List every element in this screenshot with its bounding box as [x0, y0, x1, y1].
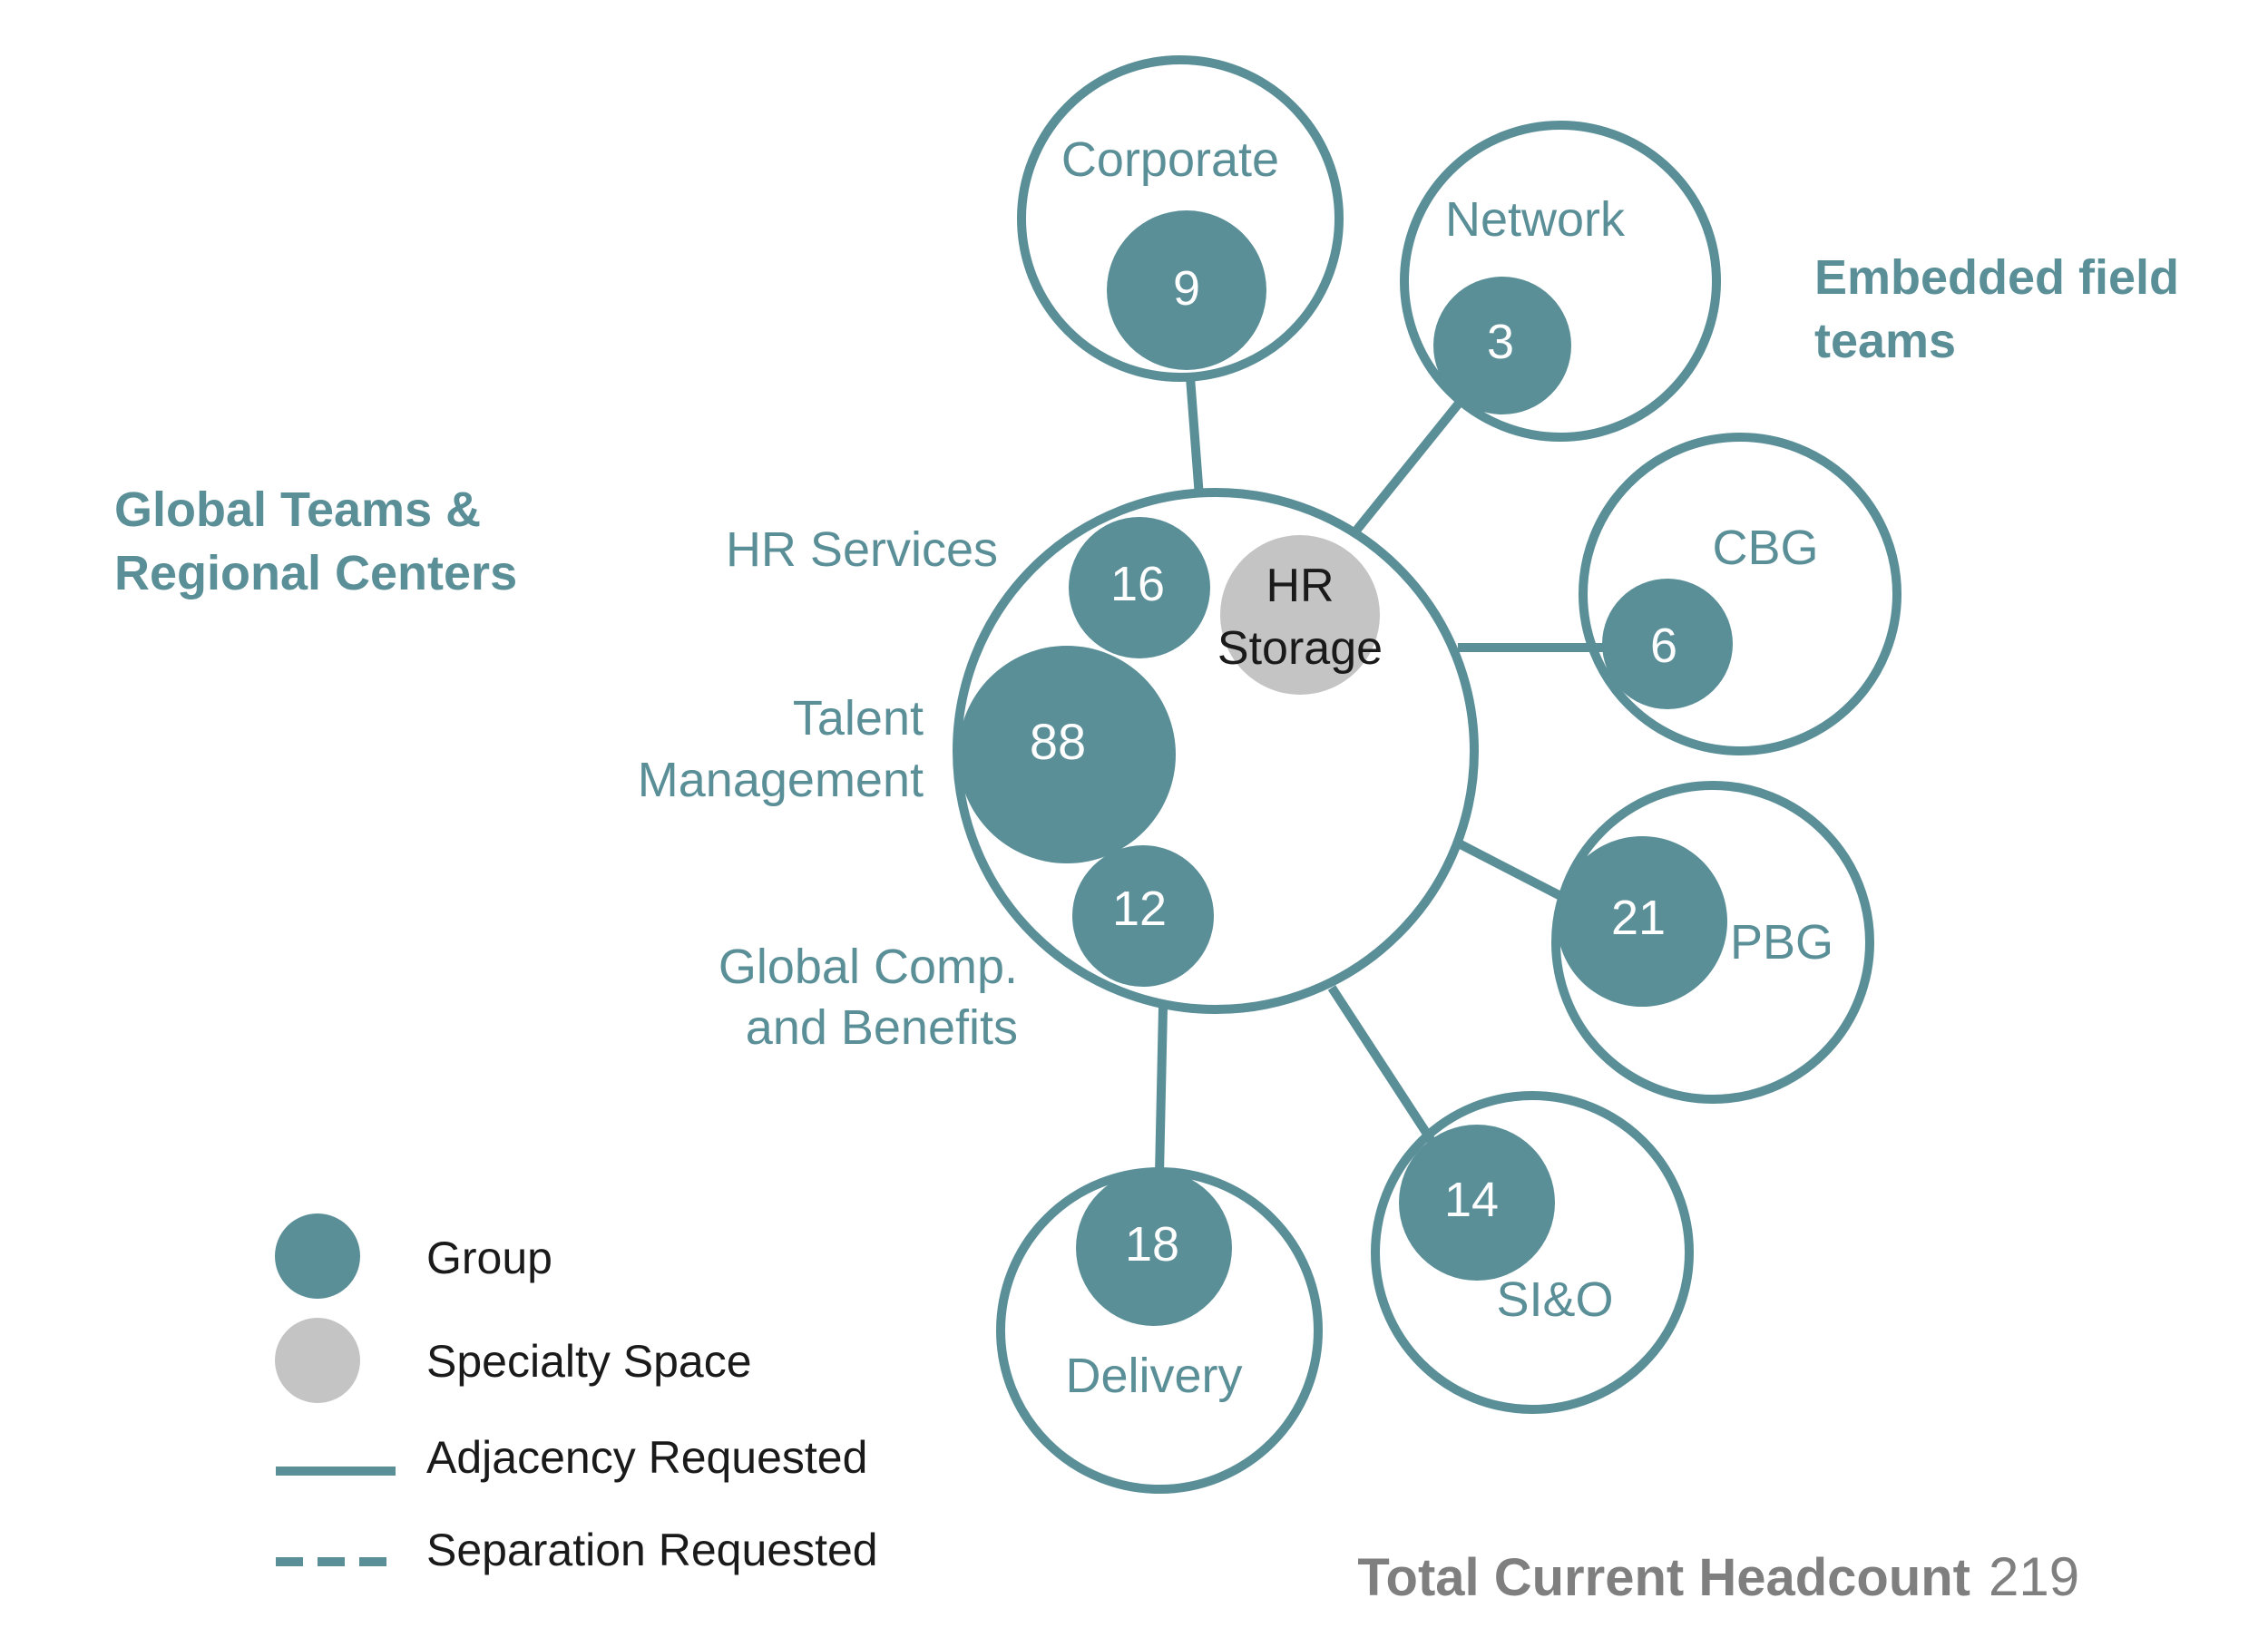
specialty-hr-storage	[1220, 535, 1380, 695]
count-cbg: 6	[1650, 619, 1677, 673]
total-headcount-value: 219	[1989, 1546, 2079, 1607]
group-corporate	[1107, 210, 1266, 370]
heading-embedded-line-1: Embedded field	[1814, 250, 2179, 305]
satellite-sio: 14 SI&O	[1371, 1091, 1694, 1414]
ring-sio	[1371, 1091, 1694, 1414]
label-global-comp-1: Global Comp.	[719, 940, 1018, 994]
group-hr-services	[1069, 517, 1210, 658]
legend-specialty-label: Specialty Space	[426, 1336, 752, 1387]
heading-embedded-teams: Embedded field teams	[1814, 250, 2179, 368]
count-pbg: 21	[1611, 891, 1666, 945]
label-sio: SI&O	[1496, 1272, 1613, 1327]
count-talent-management: 88	[1030, 713, 1086, 770]
label-global-comp-2: and Benefits	[746, 1000, 1018, 1055]
satellite-corporate: Corporate 9	[1017, 55, 1344, 382]
link-pbg	[1456, 839, 1574, 906]
ring-cbg	[1579, 433, 1901, 755]
label-talent-management-1: Talent	[793, 691, 924, 746]
legend: Group Specialty Space Adjacency Requeste…	[275, 1213, 878, 1575]
satellite-cbg: CBG 6	[1579, 433, 1901, 755]
legend-adjacency-label: Adjacency Requested	[426, 1432, 867, 1483]
heading-global-line-2: Regional Centers	[114, 546, 517, 600]
link-network	[1353, 396, 1465, 534]
label-talent-management-2: Management	[638, 753, 924, 807]
label-cbg: CBG	[1712, 521, 1818, 575]
group-sio	[1399, 1125, 1555, 1281]
count-hr-services: 16	[1110, 557, 1165, 611]
legend-group-icon	[275, 1213, 360, 1299]
group-network	[1433, 277, 1571, 414]
group-cbg	[1602, 579, 1733, 709]
legend-separation-label: Separation Requested	[426, 1525, 878, 1575]
adjacency-links	[1155, 376, 1610, 1174]
count-delivery: 18	[1125, 1217, 1179, 1272]
label-corporate: Corporate	[1061, 132, 1279, 187]
satellite-pbg: 21 PBG	[1551, 781, 1874, 1104]
label-delivery: Delivery	[1065, 1349, 1242, 1403]
group-delivery	[1076, 1170, 1232, 1326]
label-pbg: PBG	[1730, 915, 1833, 970]
satellite-delivery: 18 Delivery	[996, 1167, 1323, 1494]
count-global-comp: 12	[1112, 882, 1167, 936]
group-pbg	[1557, 836, 1727, 1007]
count-network: 3	[1487, 315, 1514, 369]
central-hr-node: 16 HR Storage 88 12	[953, 488, 1479, 1014]
label-hr-storage-2: Storage	[1217, 622, 1383, 675]
group-talent-management	[958, 646, 1176, 863]
link-delivery	[1155, 1007, 1168, 1174]
total-headcount: Total Current Headcount 219	[1357, 1546, 2079, 1607]
ring-pbg	[1551, 781, 1874, 1104]
ring-network	[1400, 121, 1721, 442]
legend-specialty-icon	[275, 1318, 360, 1403]
count-sio: 14	[1444, 1173, 1499, 1227]
group-global-comp	[1072, 845, 1214, 987]
heading-global-line-1: Global Teams &	[114, 482, 481, 537]
heading-embedded-line-2: teams	[1814, 314, 1956, 368]
legend-group-label: Group	[426, 1233, 552, 1283]
label-hr-storage-1: HR	[1266, 560, 1334, 612]
link-sio	[1327, 985, 1438, 1146]
satellite-network: Network 3	[1400, 121, 1721, 442]
total-headcount-label: Total Current Headcount	[1357, 1548, 1970, 1607]
count-corporate: 9	[1173, 261, 1200, 316]
label-hr-services: HR Services	[726, 522, 998, 577]
link-corporate	[1186, 376, 1204, 498]
heading-global-teams: Global Teams & Regional Centers	[114, 482, 517, 600]
ring-corporate	[1017, 55, 1344, 382]
central-ring	[953, 488, 1479, 1014]
label-network: Network	[1445, 192, 1626, 247]
